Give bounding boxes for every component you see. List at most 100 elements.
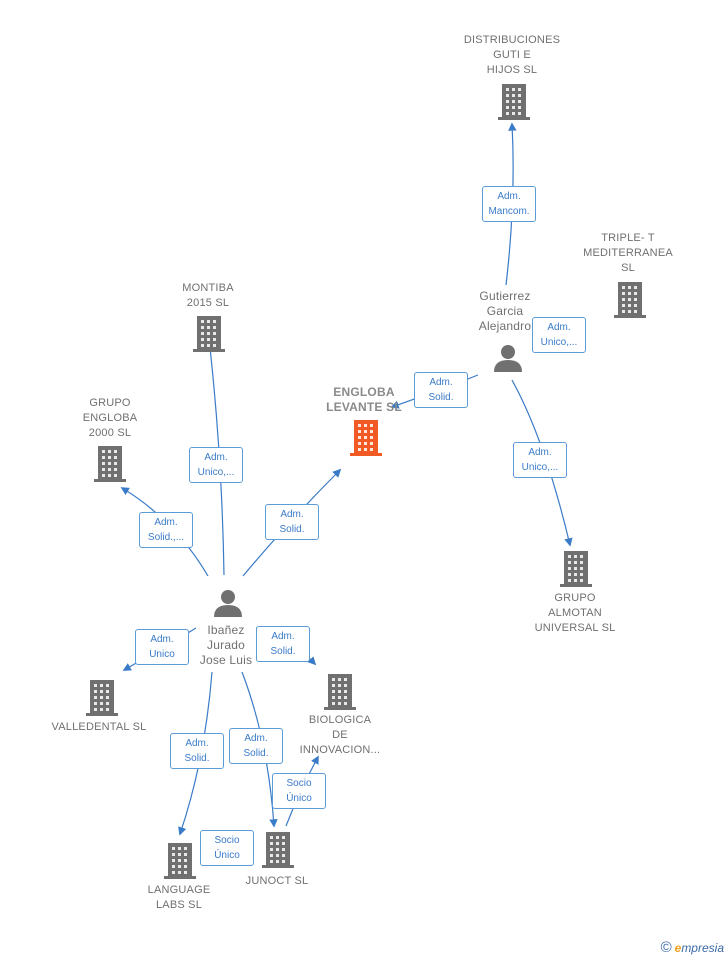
building-window <box>338 678 341 681</box>
building-window <box>370 430 373 433</box>
node-grupo-engloba-label[interactable]: GRUPO ENGLOBA 2000 SL <box>82 397 138 439</box>
building-window <box>106 702 109 705</box>
building-window <box>172 865 175 868</box>
building-window <box>338 684 341 687</box>
building-window <box>276 860 279 863</box>
building-window <box>568 579 571 582</box>
building-window <box>344 702 347 705</box>
building-window <box>628 286 631 289</box>
edge-label-adm-mancom[interactable]: Adm. Mancom. <box>482 186 536 222</box>
building-window <box>580 561 583 564</box>
building-window <box>518 106 521 109</box>
building-window <box>114 474 117 477</box>
building-window <box>518 100 521 103</box>
building-window <box>512 94 515 97</box>
building-window <box>332 678 335 681</box>
building-window <box>622 298 625 301</box>
building-window <box>628 310 631 313</box>
building-window <box>568 561 571 564</box>
building-window <box>282 860 285 863</box>
building-window <box>106 696 109 699</box>
building-window <box>344 690 347 693</box>
building-window <box>518 88 521 91</box>
building-window <box>172 847 175 850</box>
building-window <box>580 573 583 576</box>
building-window <box>270 854 273 857</box>
building-window <box>364 436 367 439</box>
edge-label-adm-solid[interactable]: Adm. Solid. <box>414 372 468 408</box>
building-window <box>270 836 273 839</box>
edge-label-socio-unico[interactable]: Socio Único <box>200 830 254 866</box>
node-ibanez-label[interactable]: Ibañez Jurado Jose Luis <box>199 623 253 667</box>
building-window <box>634 304 637 307</box>
node-language-label[interactable]: LANGUAGE LABS SL <box>147 884 211 911</box>
node-montiba-label[interactable]: MONTIBA 2015 SL <box>182 282 234 309</box>
building-window <box>207 332 210 335</box>
building-window <box>201 320 204 323</box>
building-window <box>178 847 181 850</box>
building-window <box>358 436 361 439</box>
building-window <box>94 702 97 705</box>
building-window <box>184 847 187 850</box>
building-window <box>178 853 181 856</box>
building-window <box>622 304 625 307</box>
edge-label-adm-unico[interactable]: Adm. Unico,... <box>532 317 586 353</box>
building-window <box>358 430 361 433</box>
node-valledental-label[interactable]: VALLEDENTAL SL <box>51 721 147 733</box>
building-window <box>622 286 625 289</box>
edge-label-adm-unico[interactable]: Adm. Unico,... <box>189 447 243 483</box>
building-window <box>634 298 637 301</box>
building-window <box>282 842 285 845</box>
building-window <box>100 690 103 693</box>
building-window <box>634 310 637 313</box>
node-junoct-label[interactable]: JUNOCT SL <box>245 875 309 887</box>
building-window <box>184 871 187 874</box>
node-distribuciones-label[interactable]: DISTRIBUCIONES GUTI E HIJOS SL <box>463 34 561 76</box>
building-window <box>94 690 97 693</box>
building-window <box>506 106 509 109</box>
building-window <box>332 690 335 693</box>
building-window <box>512 112 515 115</box>
edge-label-adm-unico[interactable]: Adm. Unico <box>135 629 189 665</box>
copyright-symbol: © <box>660 939 672 956</box>
building-window <box>574 573 577 576</box>
building-window <box>364 424 367 427</box>
node-engloba-levante-label[interactable]: ENGLOBA LEVANTE SL <box>326 385 402 414</box>
node-biologica-label[interactable]: BIOLOGICA DE INNOVACION... <box>299 714 381 756</box>
edge-label-adm-solid[interactable]: Adm. Solid. <box>170 733 224 769</box>
edge-label-adm-solid[interactable]: Adm. Solid. <box>229 728 283 764</box>
node-grupo-almotan-label[interactable]: GRUPO ALMOTAN UNIVERSAL SL <box>534 592 616 634</box>
building-window <box>94 684 97 687</box>
building-window <box>622 292 625 295</box>
building-window <box>102 474 105 477</box>
node-triple-label[interactable]: TRIPLE- T MEDITERRANEA SL <box>583 232 673 274</box>
building-window <box>574 579 577 582</box>
building-window <box>207 326 210 329</box>
person-icon <box>214 590 242 617</box>
building-window <box>94 696 97 699</box>
node-gutierrez-label[interactable]: Gutierrez Garcia Alejandro <box>478 289 532 333</box>
building-window <box>512 100 515 103</box>
building-window <box>634 286 637 289</box>
building-window <box>344 696 347 699</box>
building-window <box>358 448 361 451</box>
edge-label-adm-solid[interactable]: Adm. Solid. <box>256 626 310 662</box>
building-window <box>178 859 181 862</box>
building-window <box>580 555 583 558</box>
building-window <box>370 442 373 445</box>
building-window <box>580 567 583 570</box>
edge-label-adm-solid[interactable]: Adm. Solid.,... <box>139 512 193 548</box>
building-window <box>282 854 285 857</box>
building-window <box>100 684 103 687</box>
building-window <box>332 702 335 705</box>
edge-label-adm-unico[interactable]: Adm. Unico,... <box>513 442 567 478</box>
edge-label-adm-solid[interactable]: Adm. Solid. <box>265 504 319 540</box>
building-window <box>580 579 583 582</box>
building-window <box>270 842 273 845</box>
edge-label-socio-unico[interactable]: Socio Único <box>272 773 326 809</box>
building-window <box>207 338 210 341</box>
building-window <box>184 865 187 868</box>
building-window <box>568 555 571 558</box>
building-window <box>506 94 509 97</box>
